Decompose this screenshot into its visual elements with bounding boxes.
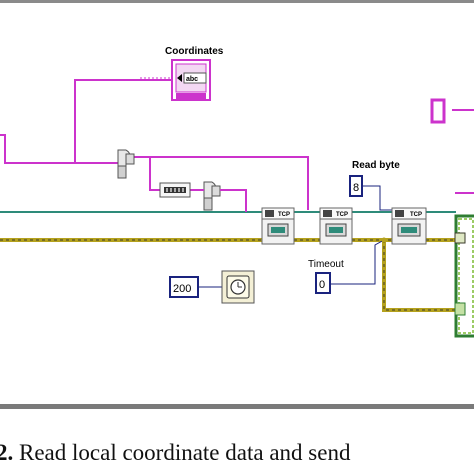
string-concatenate-node-1[interactable] <box>117 149 135 179</box>
wait-constant[interactable]: 200 <box>169 276 199 298</box>
tcp-node-label: TCP <box>410 212 422 218</box>
case-structure-partial <box>454 214 474 338</box>
timeout-label: Timeout <box>308 259 344 270</box>
tcp-read-node[interactable]: TCP <box>391 207 427 245</box>
read-byte-constant[interactable]: 8 <box>349 175 363 197</box>
tcp-node-label: TCP <box>336 212 348 218</box>
node-link-wire-3 <box>236 189 247 212</box>
tcp-node-label: TCP <box>278 212 290 218</box>
figure-number: 2. <box>0 440 14 465</box>
error-wires-inner <box>0 239 460 311</box>
tcp-write-node-2[interactable]: TCP <box>319 207 353 245</box>
timeout-value: 0 <box>319 279 325 291</box>
numeric-wires <box>198 185 395 288</box>
wire-junction-dot <box>381 237 387 243</box>
figure-caption: 2. Read local coordinate data and send <box>0 432 474 474</box>
diagram-frame-top <box>0 0 474 3</box>
coordinates-indicator-text: abc <box>186 76 198 83</box>
string-constant-right[interactable] <box>430 98 446 124</box>
read-byte-value: 8 <box>353 182 359 194</box>
string-concatenate-node-2[interactable] <box>203 181 221 211</box>
byte-constant[interactable] <box>159 182 191 198</box>
coordinates-label: Coordinates <box>165 46 224 57</box>
string-wires <box>0 79 474 210</box>
diagram-frame-bottom <box>0 404 474 409</box>
wait-value: 200 <box>173 283 191 295</box>
tcp-write-node-1[interactable]: TCP <box>261 207 295 245</box>
caption-text: Read local coordinate data and send <box>13 440 351 465</box>
wait-ms-function[interactable] <box>221 270 255 304</box>
read-byte-label: Read byte <box>352 160 400 171</box>
timeout-constant[interactable]: 0 <box>315 272 331 294</box>
coordinates-indicator[interactable]: abc <box>171 59 211 101</box>
